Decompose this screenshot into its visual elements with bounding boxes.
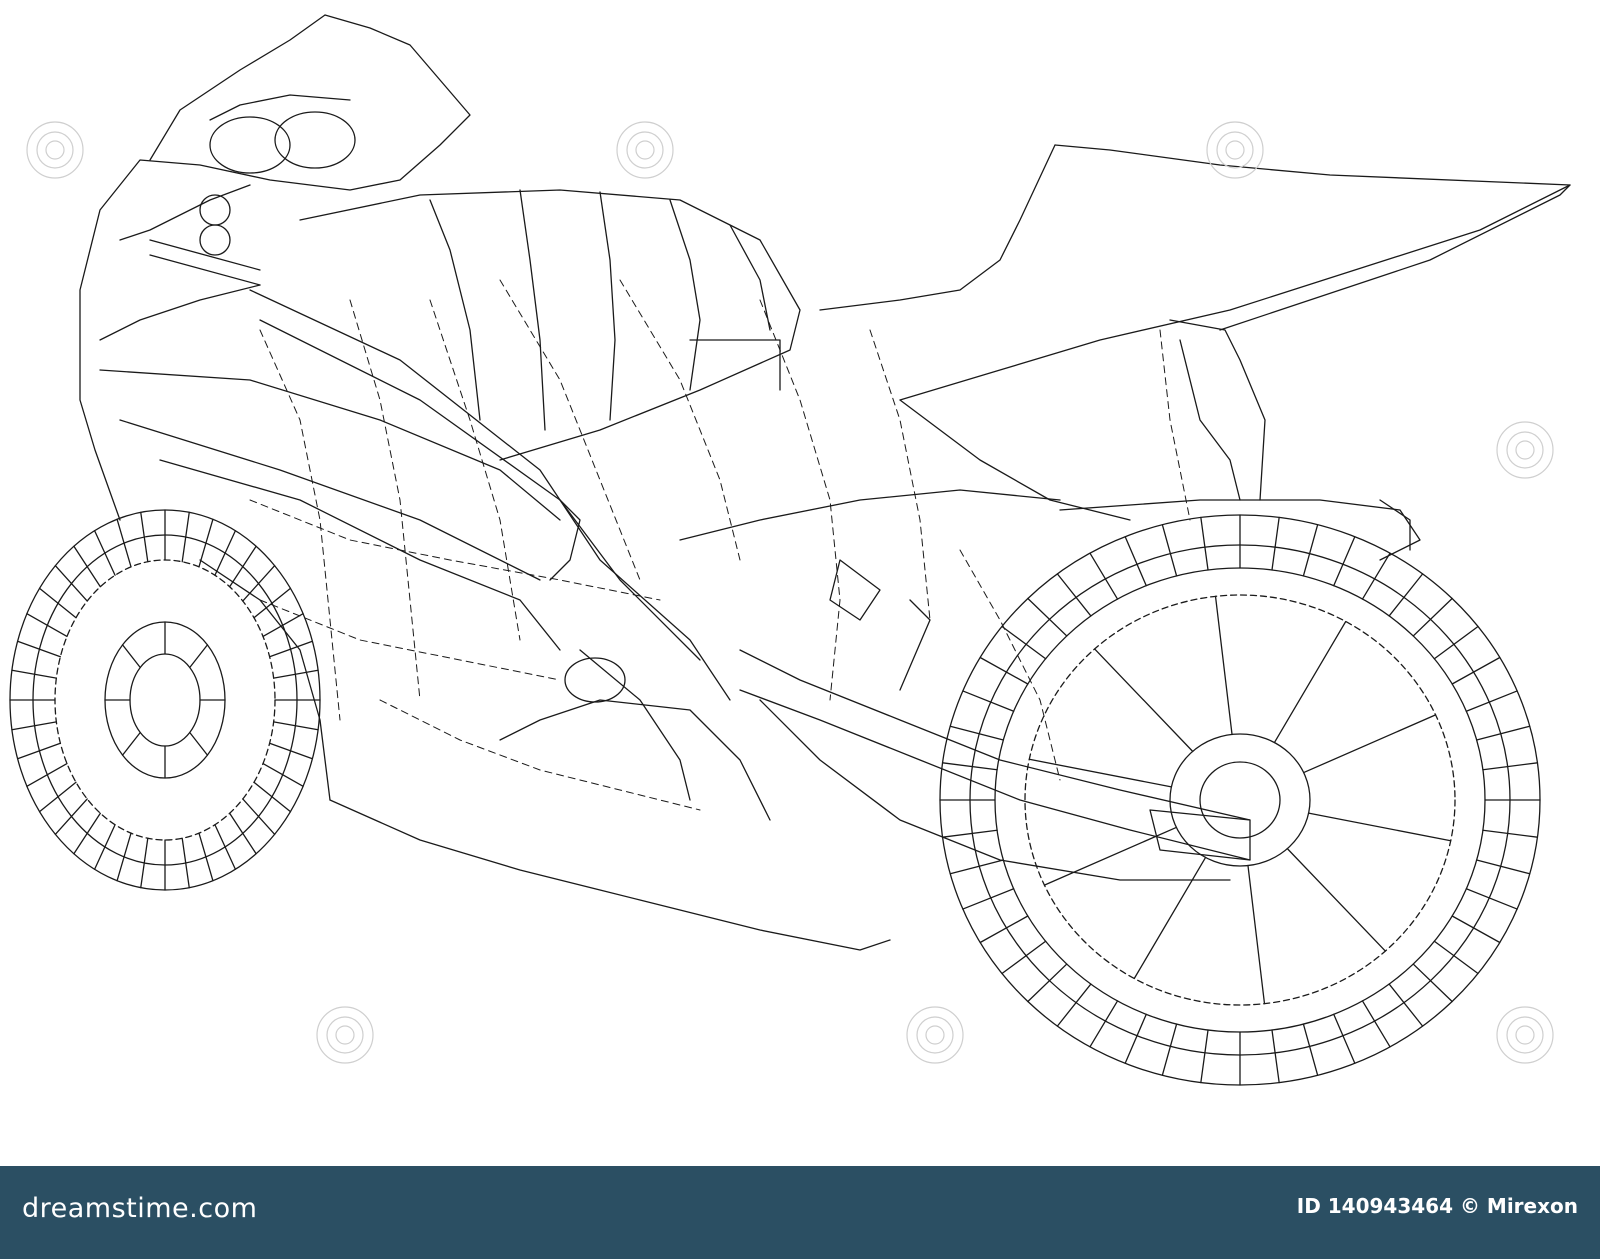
illustration-canvas <box>9 14 1571 1086</box>
rear-wheel <box>939 514 1541 1086</box>
front-wheel <box>9 509 321 891</box>
brand-link[interactable]: dreamstime.com <box>22 1188 257 1228</box>
swingarm <box>739 499 1421 881</box>
stock-footer: dreamstime.com ID 140943464 © Mirexon <box>0 1166 1600 1259</box>
fuel-tank <box>299 189 801 461</box>
front-fairing <box>79 14 471 521</box>
seat-tail <box>819 144 1571 501</box>
frame-body <box>99 289 1131 951</box>
motorcycle-wireframe <box>9 14 1571 1086</box>
brand-text: dreamstime.com <box>22 1192 258 1224</box>
hidden-lines <box>249 279 1191 811</box>
watermark-logos <box>26 121 1554 1064</box>
photo-id-credit: ID 140943464 © Mirexon <box>1296 1194 1578 1218</box>
